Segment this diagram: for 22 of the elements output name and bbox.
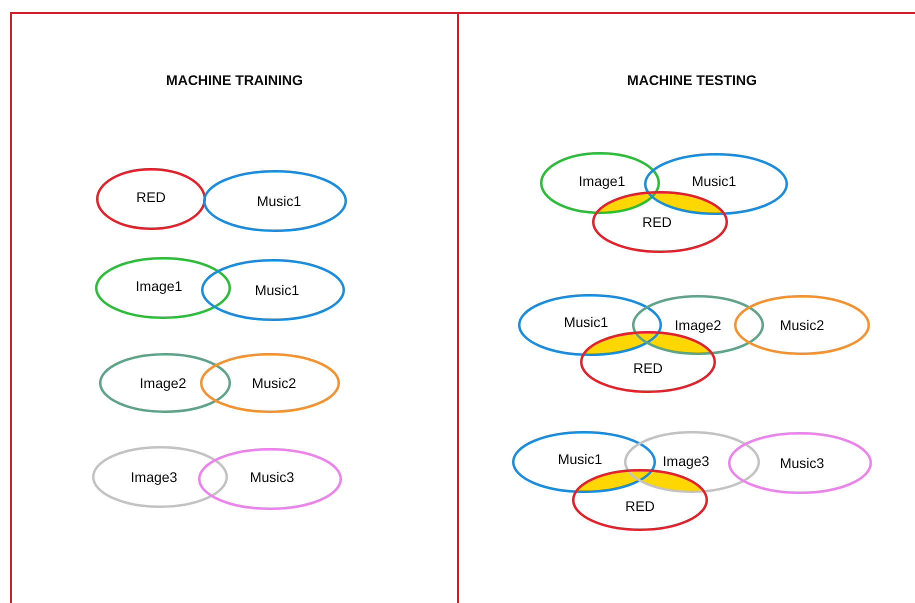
ellipse-label: Image2 xyxy=(674,317,722,333)
ellipse-label: Music2 xyxy=(780,317,824,333)
ellipse-label: Image1 xyxy=(136,278,182,294)
ellipse-label: Image3 xyxy=(130,469,178,485)
panel-title: MACHINE TRAINING xyxy=(165,72,304,88)
ellipse-label: Image2 xyxy=(140,375,186,391)
ellipse-label: RED xyxy=(136,189,166,205)
ellipse-label: Music1 xyxy=(558,451,602,467)
ellipse-label: RED xyxy=(642,214,672,230)
ellipse-label: Music3 xyxy=(780,455,824,471)
ellipse-label: Music2 xyxy=(252,375,296,391)
ellipse-label: Image3 xyxy=(662,453,710,469)
panel xyxy=(10,12,459,603)
ellipse-label: Music1 xyxy=(256,193,302,209)
panel-title: MACHINE TESTING xyxy=(626,72,758,88)
ellipse-label: Music1 xyxy=(692,173,736,189)
ellipse-label: RED xyxy=(625,498,655,514)
ellipse-label: RED xyxy=(633,360,663,376)
ellipse-label: Music3 xyxy=(250,469,294,485)
ellipse-label: Music1 xyxy=(564,314,608,330)
ellipse-label: Image1 xyxy=(578,173,626,189)
ellipse-label: Music1 xyxy=(254,282,300,298)
